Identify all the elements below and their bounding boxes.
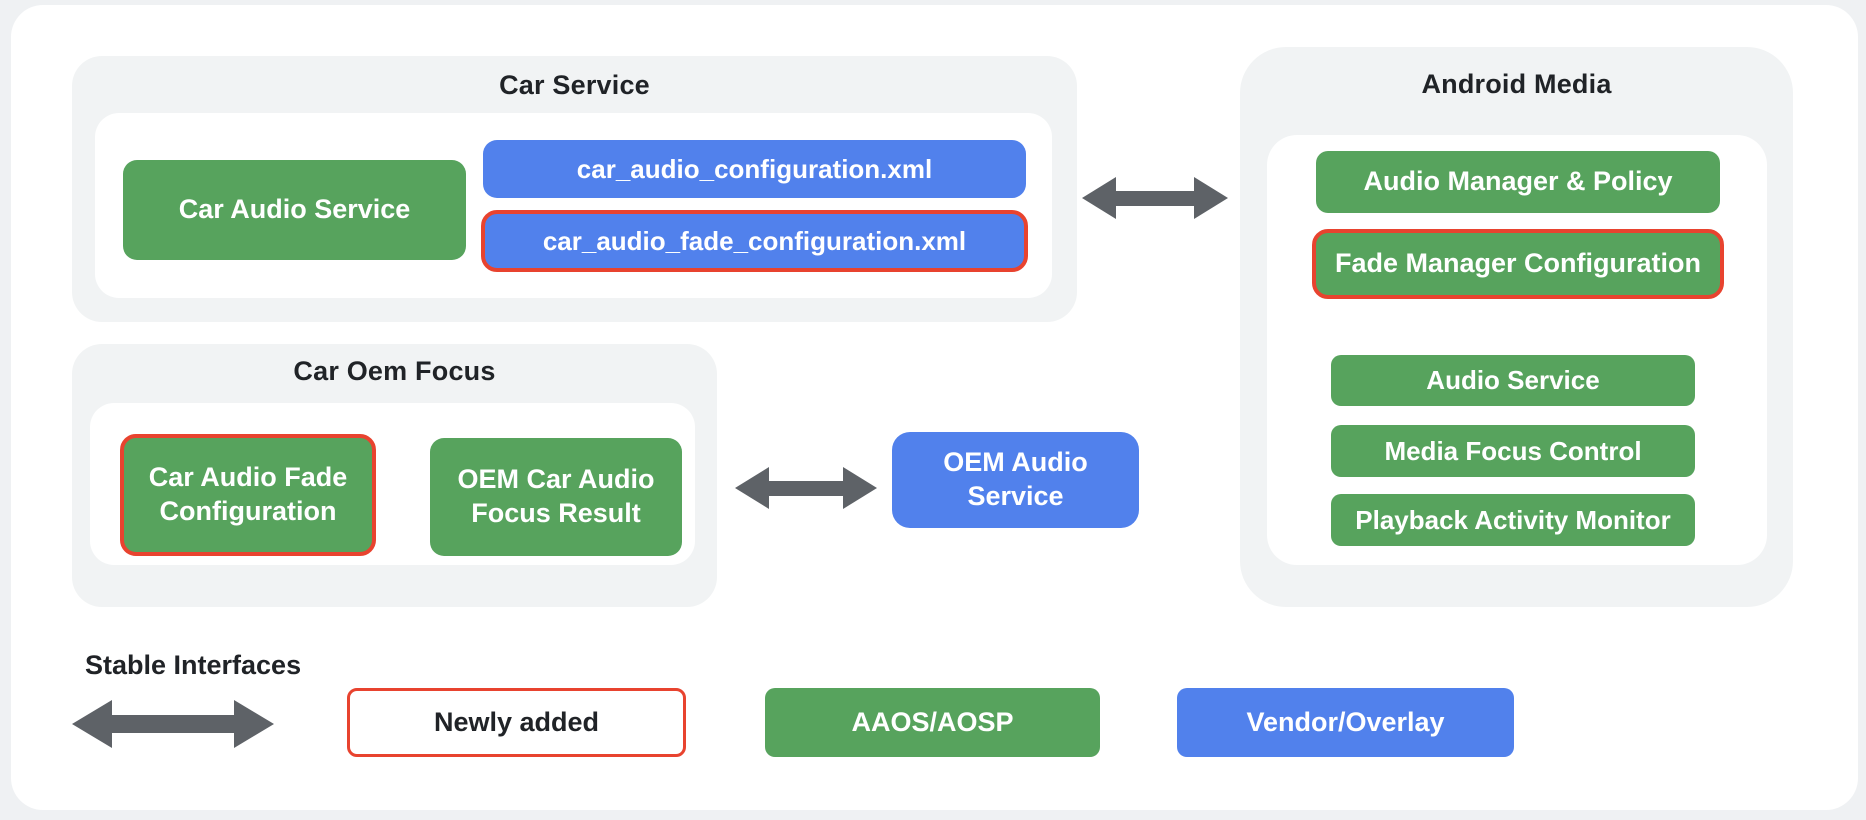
arrow-head-right-icon [234,700,274,748]
legend-aaos-aosp: AAOS/AOSP [765,688,1100,757]
arrow-shaft [112,715,234,733]
box-car-audio-fade-configuration-xml: car_audio_fade_configuration.xml [481,210,1028,272]
box-car-audio-fade-configuration: Car Audio Fade Configuration [120,434,376,556]
box-car-audio-service: Car Audio Service [123,160,466,260]
box-car-audio-configuration-xml: car_audio_configuration.xml [483,140,1026,198]
arrow-head-left-icon [1082,177,1116,219]
arrow-head-left-icon [72,700,112,748]
arrow-shaft [769,480,843,496]
legend-vendor-overlay: Vendor/Overlay [1177,688,1514,757]
legend-newly-added: Newly added [347,688,686,757]
arrow-car-service-android-media double-arrow-icon [1082,177,1228,219]
box-oem-audio-service: OEM Audio Service [892,432,1139,528]
arrow-head-right-icon [1194,177,1228,219]
arrow-head-left-icon [735,467,769,509]
box-oem-car-audio-focus-result: OEM Car Audio Focus Result [430,438,682,556]
box-playback-activity-monitor: Playback Activity Monitor [1331,494,1695,546]
box-audio-service: Audio Service [1331,355,1695,406]
arrow-shaft [1116,190,1194,206]
car-service-title: Car Service [499,70,650,100]
legend-stable-interfaces-label: Stable Interfaces [85,650,302,680]
box-media-focus-control: Media Focus Control [1331,425,1695,477]
android-media-title: Android Media [1421,69,1612,99]
arrow-car-oem-focus-oem-audio-service double-arrow-icon [735,467,877,509]
box-audio-manager-policy: Audio Manager & Policy [1316,151,1720,213]
arrow-head-right-icon [843,467,877,509]
car-oem-focus-title: Car Oem Focus [293,356,496,386]
legend-stable-interfaces-arrow double-arrow-icon [72,700,274,748]
box-fade-manager-configuration: Fade Manager Configuration [1312,229,1724,299]
